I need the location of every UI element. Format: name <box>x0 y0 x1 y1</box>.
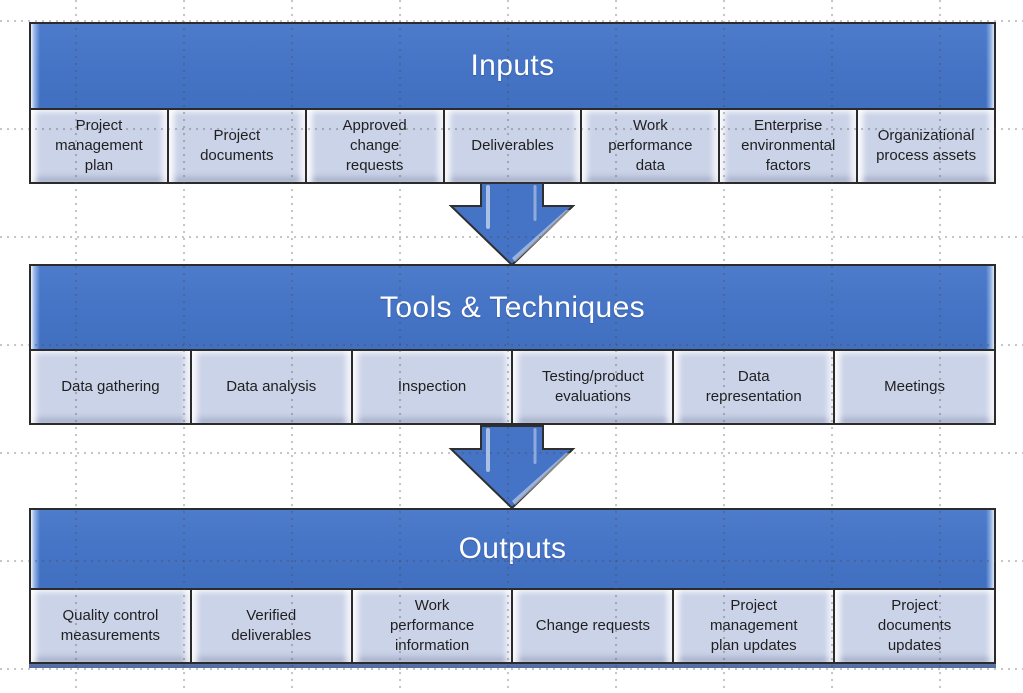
input-item-deliverables: Deliverables <box>444 110 583 182</box>
down-arrow-icon <box>448 182 576 266</box>
item-label: Data analysis <box>226 378 317 396</box>
item-label: Deliverables <box>471 137 554 155</box>
item-label: Data representation <box>705 368 802 405</box>
tools-techniques-section: Tools & Techniques Data gathering Data a… <box>29 264 996 425</box>
tool-item-data-gathering: Data gathering <box>31 351 192 423</box>
item-label: Enterprise environmental factors <box>741 117 836 174</box>
tool-item-data-analysis: Data analysis <box>191 351 353 423</box>
output-item-project-documents-updates: Project documents updates <box>835 590 994 662</box>
item-label: Project documents <box>200 127 274 164</box>
inputs-items-row: Project management plan Project document… <box>31 110 995 182</box>
item-label: Project documents updates <box>877 597 952 654</box>
input-item-project-management-plan: Project management plan <box>31 110 169 182</box>
item-label: Approved change requests <box>342 117 407 174</box>
tool-item-meetings: Meetings <box>835 351 994 423</box>
input-item-project-documents: Project documents <box>168 110 307 182</box>
input-item-organizational-process-assets: Organizational process assets <box>858 110 995 182</box>
outputs-title: Outputs <box>458 532 567 565</box>
inputs-title: Inputs <box>470 49 555 82</box>
outputs-header: Outputs <box>31 510 994 590</box>
tool-item-data-representation: Data representation <box>674 351 836 423</box>
tools-items-row: Data gathering Data analysis Inspection … <box>31 351 994 423</box>
output-item-change-requests: Change requests <box>513 590 675 662</box>
item-label: Quality control measurements <box>60 607 161 644</box>
inputs-section: Inputs Project management plan Project d… <box>29 22 996 184</box>
item-label: Organizational process assets <box>876 127 977 164</box>
item-label: Work performance data <box>608 117 693 174</box>
down-arrow-icon <box>448 425 576 509</box>
input-item-work-performance-data: Work performance data <box>582 110 721 182</box>
tools-techniques-header: Tools & Techniques <box>31 266 994 351</box>
item-label: Project management plan updates <box>709 597 798 654</box>
output-item-project-management-plan-updates: Project management plan updates <box>674 590 836 662</box>
tool-item-testing-product-evaluations: Testing/product evaluations <box>513 351 675 423</box>
item-label: Inspection <box>397 378 467 396</box>
item-label: Work performance information <box>389 597 475 654</box>
outputs-items-row: Quality control measurements Verified de… <box>31 590 994 662</box>
output-item-quality-control-measurements: Quality control measurements <box>31 590 192 662</box>
output-item-work-performance-information: Work performance information <box>352 590 514 662</box>
tool-item-inspection: Inspection <box>352 351 514 423</box>
output-item-verified-deliverables: Verified deliverables <box>191 590 353 662</box>
input-item-approved-change-requests: Approved change requests <box>306 110 445 182</box>
item-label: Meetings <box>884 378 945 396</box>
item-label: Change requests <box>535 617 651 635</box>
item-label: Project management plan <box>55 117 143 174</box>
input-item-enterprise-environmental-factors: Enterprise environmental factors <box>720 110 859 182</box>
item-label: Verified deliverables <box>231 607 312 644</box>
inputs-header: Inputs <box>31 24 994 110</box>
tools-techniques-title: Tools & Techniques <box>379 290 646 324</box>
item-label: Testing/product evaluations <box>542 368 644 405</box>
item-label: Data gathering <box>61 378 160 396</box>
outputs-shape-base <box>29 663 996 668</box>
outputs-section: Outputs Quality control measurements Ver… <box>29 508 996 664</box>
